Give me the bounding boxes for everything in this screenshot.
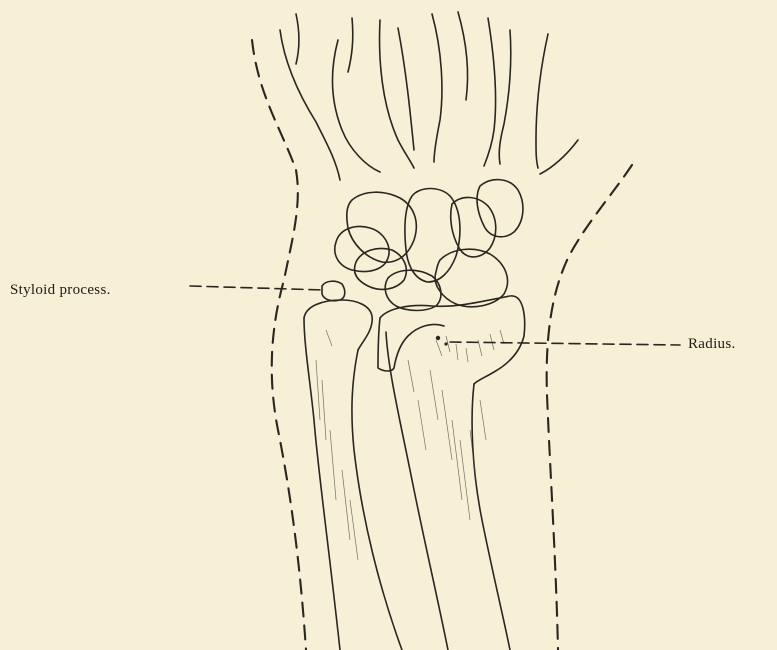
radius-leader-line — [450, 342, 680, 345]
radius-foramen-dot-2 — [444, 342, 447, 345]
left-skin-outline — [252, 40, 306, 650]
carpal-triquetrum — [355, 249, 407, 290]
metacarpal-6 — [536, 34, 548, 168]
metacarpal-2b — [348, 18, 353, 72]
radius-bone — [378, 296, 525, 650]
metacarpal-6b — [540, 140, 578, 174]
right-skin-outline — [547, 165, 632, 650]
radius-left-edge — [386, 332, 448, 650]
styloid-process-label: Styloid process. — [10, 282, 111, 299]
carpal-capitate — [405, 189, 460, 283]
metacarpal-5b — [499, 30, 511, 164]
styloid-leader-line — [190, 286, 324, 290]
metacarpal-5 — [484, 18, 496, 166]
radius-right-edge — [472, 384, 510, 650]
carpal-bones — [322, 180, 523, 311]
ulna-head — [304, 300, 372, 350]
radius-shading — [408, 330, 504, 520]
ulna-shading — [316, 330, 358, 560]
carpal-lunate — [385, 270, 441, 310]
radius-ulnar-notch — [378, 318, 444, 371]
metacarpal-1 — [280, 30, 340, 180]
metacarpal-2 — [332, 40, 380, 172]
metacarpal-3 — [380, 20, 414, 168]
metacarpal-4b — [458, 12, 468, 100]
radius-label: Radius. — [688, 336, 736, 353]
styloid-process-bone — [322, 281, 345, 301]
radius-foramen-dot — [436, 336, 440, 340]
metacarpal-4 — [432, 14, 442, 162]
metacarpal-1b — [296, 14, 299, 64]
metacarpal-bones — [280, 12, 578, 180]
metacarpal-3b — [398, 28, 414, 150]
carpal-trapezium — [477, 180, 523, 237]
